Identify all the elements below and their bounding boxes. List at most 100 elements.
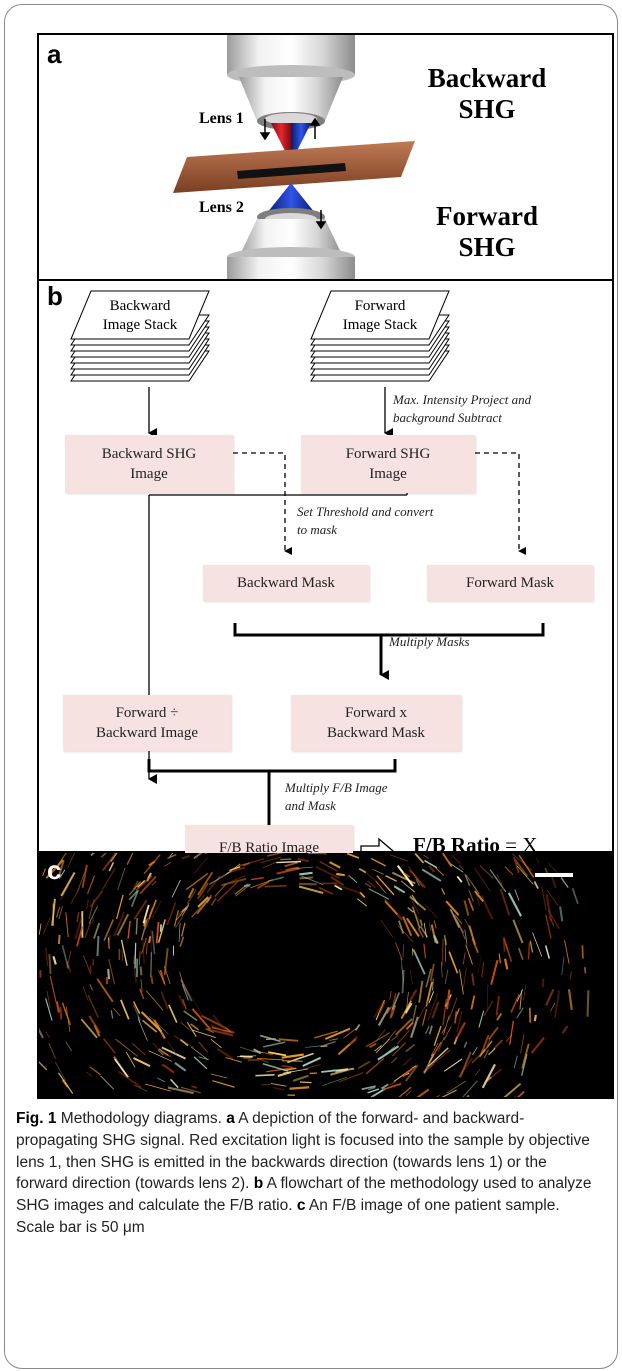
collagen-fiber [380,920,394,938]
flowchart-lines [70,290,545,851]
collagen-fiber [411,1004,417,1024]
collagen-fiber [423,922,427,938]
panel-b: b Backward Image Stack Forward Image Sta… [39,281,612,871]
collagen-fiber [253,1048,262,1055]
collagen-fiber [179,971,184,985]
collagen-fiber [341,875,352,878]
collagen-fiber [264,884,287,888]
collagen-fiber [51,898,56,926]
collagen-fiber [193,853,203,860]
collagen-fiber [454,1021,466,1041]
collagen-fiber [541,886,547,911]
collagen-fiber [206,1028,234,1037]
collagen-fiber [405,1090,412,1096]
collagen-fiber [365,1032,391,1048]
collagen-fiber [133,954,136,965]
lens1-label: Lens 1 [199,110,244,127]
collagen-fiber [197,882,209,900]
collagen-fiber [158,1048,169,1056]
collagen-fiber [571,887,579,905]
collagen-fiber [427,993,439,1020]
collagen-fiber [186,1022,197,1037]
collagen-fiber [191,1029,216,1039]
collagen-fiber [139,988,145,1000]
collagen-fiber [510,994,521,1013]
collagen-fiber [260,856,282,864]
lens2-label: Lens 2 [199,199,244,216]
collagen-fiber [333,883,361,894]
collagen-fiber [314,1030,338,1039]
collagen-fiber [498,953,501,964]
collagen-fiber [103,919,115,941]
forward-shg-line2: SHG [458,232,516,262]
collagen-fiber [145,990,164,1011]
collagen-fiber [334,884,343,891]
blue-forward-beam [267,183,315,213]
collagen-fiber [39,923,42,935]
collagen-fiber [132,1004,141,1021]
collagen-fiber [545,894,553,922]
collagen-fiber [107,937,110,949]
collagen-fiber [560,877,569,889]
collagen-fiber [318,887,334,895]
collagen-fiber [160,991,169,1010]
collagen-fiber [395,1018,413,1036]
collagen-fiber [479,1034,490,1056]
note-max-intensity: Max. Intensity Project and background Su… [393,391,531,427]
collagen-fiber [114,1058,129,1078]
collagen-fiber [363,870,380,885]
collagen-fiber [433,935,439,945]
collagen-fiber [391,1042,406,1057]
figure: a Backward SHG Forward SHG Lens 1 Lens 2 [37,33,614,1099]
collagen-fiber [465,874,480,894]
collagen-fiber [125,1051,136,1068]
collagen-fiber [400,880,415,893]
collagen-fiber [464,873,471,887]
collagen-fiber [178,994,185,1007]
collagen-fiber [458,864,465,871]
collagen-fiber [45,1031,51,1039]
collagen-fiber [107,934,111,947]
collagen-fiber [183,1010,198,1022]
collagen-fiber [138,951,141,966]
collagen-fiber [100,853,108,858]
collagen-fiber [229,866,241,872]
collagen-fiber [55,1062,67,1082]
collagen-fiber [180,1086,201,1094]
collagen-fiber [201,1014,225,1028]
collagen-fiber [445,900,460,916]
collagen-fiber [443,1015,450,1036]
collagen-fiber [523,984,527,1001]
collagen-fiber [429,963,435,982]
collagen-fiber [435,867,445,876]
forward-shg-image-line1: Forward SHG [345,446,431,462]
collagen-fiber [168,1004,178,1023]
fxb-mask-line1: Forward x [344,705,408,721]
collagen-fiber [179,936,185,947]
forward-shg-title: Forward SHG [407,201,567,263]
collagen-fiber [107,968,111,980]
collagen-fiber [442,998,448,1026]
collagen-fiber [120,999,130,1020]
backward-shg-image-box: Backward SHG Image [65,435,233,493]
collagen-fiber [277,1071,292,1078]
collagen-fiber [181,983,189,1001]
collagen-fiber [76,911,80,923]
collagen-fiber [61,945,70,969]
collagen-fiber [425,1025,430,1035]
collagen-fiber [116,913,130,936]
forward-shg-line1: Forward [436,201,538,231]
collagen-fiber [505,1034,513,1042]
collagen-fiber [419,919,423,927]
collagen-fiber [462,952,466,965]
collagen-fiber [374,1045,382,1052]
collagen-fiber [193,856,209,874]
collagen-fiber [191,1046,208,1060]
collagen-fiber [249,879,273,889]
collagen-fiber [407,907,415,913]
collagen-fiber [46,990,51,1009]
forward-stack-label: Forward Image Stack [325,297,435,335]
collagen-fiber [191,1008,212,1031]
collagen-fiber [80,1018,98,1039]
collagen-fiber [519,990,523,1010]
